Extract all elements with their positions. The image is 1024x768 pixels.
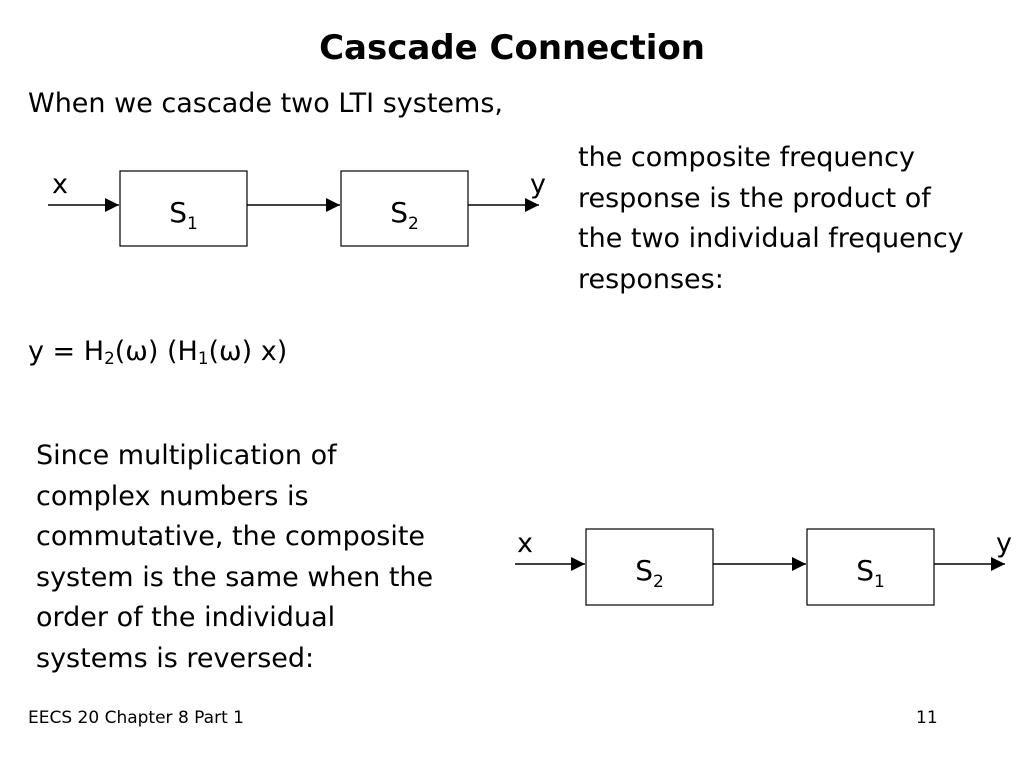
block-letter: S [169, 196, 187, 229]
block-label: S1 [169, 196, 198, 234]
cascade-diagram-reversed: x S2 S1 y [515, 528, 1012, 606]
output-label: y [530, 169, 546, 200]
equation-subscript: 2 [104, 348, 115, 369]
block-subscript: 2 [408, 214, 419, 234]
block-label: S2 [635, 554, 664, 592]
equation-subscript: 1 [197, 348, 209, 369]
block-subscript: 2 [653, 572, 664, 592]
system-block-s1 [119, 170, 248, 247]
text-line: response is the product of [578, 182, 931, 214]
system-block-s1 [806, 528, 935, 606]
output-label: y [996, 528, 1012, 559]
text-line: commutative, the composite [36, 521, 426, 552]
block-subscript: 1 [187, 214, 198, 234]
page-number: 11 [916, 708, 938, 728]
system-block-s2 [585, 528, 714, 606]
block-label: S1 [856, 554, 885, 592]
cascade-equation: y = H2(ω) (H1(ω) x) [28, 334, 287, 370]
block-subscript: 1 [874, 572, 885, 592]
text-line: complex numbers is [36, 480, 309, 512]
equation-part: y = H [28, 336, 105, 367]
block-label: S2 [390, 196, 419, 234]
system-block-s2 [340, 170, 469, 247]
cascade-diagram-original: x S1 S2 y [48, 169, 546, 247]
text-line: Since multiplication of [36, 440, 337, 471]
text-line: system is the same when the [36, 561, 434, 593]
text-line: the composite frequency [578, 142, 915, 173]
text-line: the two individual frequency [578, 223, 964, 254]
block-letter: S [390, 196, 408, 229]
text-line: systems is reversed: [36, 642, 315, 674]
equation-part: (ω) (H [114, 336, 198, 367]
slide-title: Cascade Connection [319, 28, 705, 68]
input-label: x [517, 528, 533, 559]
footer-course-label: EECS 20 Chapter 8 Part 1 [28, 708, 244, 728]
input-label: x [52, 169, 68, 200]
block-letter: S [856, 554, 874, 587]
text-line: order of the individual [36, 602, 336, 633]
commutative-explanation-text: Since multiplication of complex numbers … [36, 436, 506, 679]
block-letter: S [635, 554, 653, 587]
text-line: responses: [578, 263, 724, 295]
intro-text: When we cascade two LTI systems, [28, 88, 503, 119]
composite-response-text: the composite frequency response is the … [578, 138, 1018, 300]
equation-part: (ω) x) [208, 336, 288, 367]
